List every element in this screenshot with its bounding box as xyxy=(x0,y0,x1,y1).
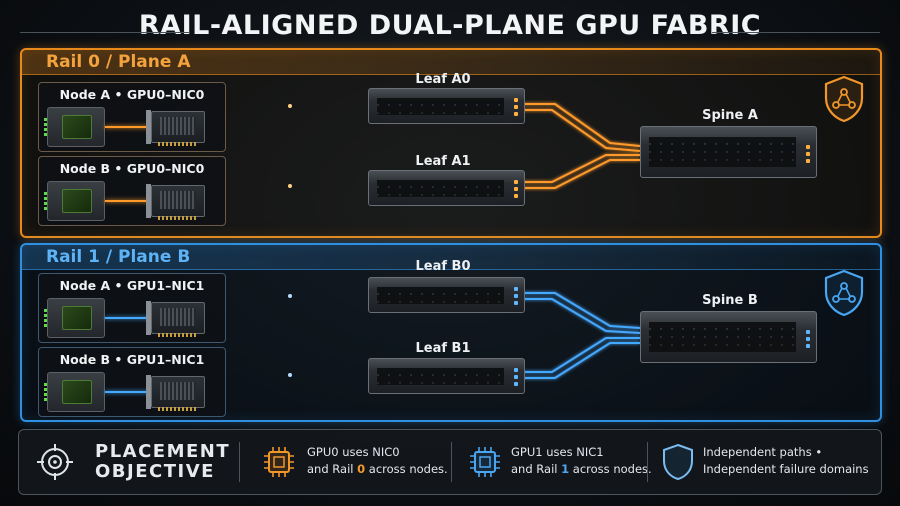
item-line: and Rail 0 across nodes. xyxy=(307,461,448,478)
item-text: and Rail xyxy=(511,462,562,476)
item-line: GPU1 uses NIC1 xyxy=(511,445,604,459)
item-text: across nodes. xyxy=(569,462,652,476)
gpu-icon xyxy=(44,181,105,221)
objective-item-rail1: GPU1 uses NIC1 and Rail 1 across nodes. xyxy=(511,444,652,478)
objective-item-rail0: GPU0 uses NIC0 and Rail 0 across nodes. xyxy=(307,444,448,478)
title-rule-right xyxy=(712,32,880,33)
chip-icon xyxy=(264,447,294,477)
rail-number: 1 xyxy=(561,462,570,476)
shield-network-icon xyxy=(824,75,864,123)
spine-a-label: Spine A xyxy=(702,108,758,123)
nic-icon xyxy=(146,375,205,411)
node-a-gpu1-card: Node A • GPU1–NIC1 xyxy=(38,273,226,343)
objective-title-line-1: PLACEMENT xyxy=(95,441,231,462)
spine-b-switch xyxy=(640,311,817,363)
node-label: Node B • GPU0–NIC0 xyxy=(59,161,205,176)
node-b-gpu1-card: Node B • GPU1–NIC1 xyxy=(38,347,226,417)
shield-icon xyxy=(663,443,693,481)
item-text: across nodes. xyxy=(365,462,448,476)
plane-b-label: Rail 1 / Plane B xyxy=(22,245,880,270)
item-line: GPU0 uses NIC0 xyxy=(307,445,400,459)
nic-icon xyxy=(146,184,205,220)
node-a-gpu0-card: Node A • GPU0–NIC0 xyxy=(38,82,226,152)
node-label: Node A • GPU1–NIC1 xyxy=(59,278,205,293)
divider xyxy=(239,442,240,482)
divider xyxy=(647,442,648,482)
placement-objective-panel: PLACEMENT OBJECTIVE GPU0 uses NIC0 and R… xyxy=(18,429,882,495)
rail-number: 0 xyxy=(357,462,366,476)
leaf-a1-switch xyxy=(368,170,525,206)
objective-title: PLACEMENT OBJECTIVE xyxy=(95,442,230,482)
gpu-icon xyxy=(44,107,105,147)
leaf-a1-label: Leaf A1 xyxy=(415,154,471,169)
node-b-gpu0-card: Node B • GPU0–NIC0 xyxy=(38,156,226,226)
gpu-nic-link xyxy=(105,317,151,319)
gpu-icon xyxy=(44,298,105,338)
nic-icon xyxy=(146,110,205,146)
leaf-b1-label: Leaf B1 xyxy=(415,341,471,356)
item-line: Independent failure domains xyxy=(703,462,869,476)
spine-b-label: Spine B xyxy=(702,293,758,308)
objective-title-line-2: OBJECTIVE xyxy=(95,461,215,482)
gpu-nic-link xyxy=(105,391,151,393)
nic-icon xyxy=(146,301,205,337)
node-label: Node B • GPU1–NIC1 xyxy=(59,352,205,367)
title-rule-left xyxy=(20,32,190,33)
gpu-nic-link xyxy=(105,200,151,202)
leaf-a0-switch xyxy=(368,88,525,124)
item-line: Independent paths • xyxy=(703,445,823,459)
item-line: and Rail 1 across nodes. xyxy=(511,461,652,478)
divider xyxy=(451,442,452,482)
node-label: Node A • GPU0–NIC0 xyxy=(59,87,205,102)
shield-network-icon xyxy=(824,269,864,317)
leaf-b0-label: Leaf B0 xyxy=(415,259,471,274)
item-text: and Rail xyxy=(307,462,358,476)
objective-item-independence: Independent paths • Independent failure … xyxy=(703,444,869,478)
plane-a-label: Rail 0 / Plane A xyxy=(22,50,880,75)
gpu-nic-link xyxy=(105,126,151,128)
target-icon xyxy=(37,444,73,480)
chip-icon xyxy=(470,447,500,477)
leaf-b0-switch xyxy=(368,277,525,313)
spine-a-switch xyxy=(640,126,817,178)
leaf-b1-switch xyxy=(368,358,525,394)
diagram-title: RAIL-ALIGNED DUAL-PLANE GPU FABRIC xyxy=(138,10,762,41)
leaf-a0-label: Leaf A0 xyxy=(415,72,471,87)
gpu-icon xyxy=(44,372,105,412)
